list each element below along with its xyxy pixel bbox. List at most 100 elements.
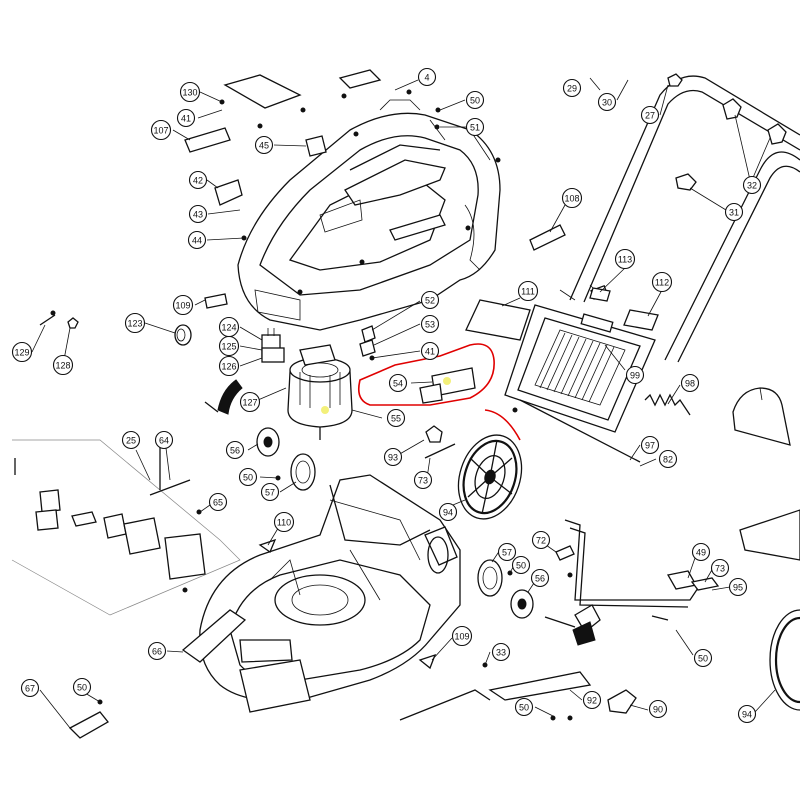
callout-circle (417, 67, 437, 87)
spring (644, 393, 691, 416)
callout-number: 98 (685, 379, 695, 389)
part-callout-51: 51 (465, 117, 485, 137)
callout-circle (179, 81, 201, 103)
part-callout-90: 90 (648, 699, 668, 719)
height-lever (544, 604, 601, 646)
callout-number: 41 (425, 347, 435, 357)
handle-knobs (667, 73, 787, 191)
callout-number: 57 (502, 548, 512, 558)
callout-circle (150, 119, 172, 141)
callout-circle (176, 108, 196, 128)
callout-number: 67 (25, 684, 35, 694)
callout-circle (658, 449, 678, 469)
part-callout-128: 128 (52, 354, 74, 376)
callout-circle (260, 482, 280, 502)
callout-circle (254, 135, 274, 155)
front-hub-right (477, 559, 534, 619)
callout-number: 31 (729, 208, 739, 218)
callout-number: 110 (277, 518, 291, 528)
callout-circle (187, 230, 207, 250)
callout-circle (124, 312, 146, 334)
callout-number: 94 (742, 710, 752, 720)
callout-number: 4 (424, 73, 429, 83)
part-callout-41: 41 (420, 341, 440, 361)
part-callout-65: 65 (208, 492, 228, 512)
callout-number: 50 (698, 654, 708, 664)
handle-bar (559, 75, 800, 363)
callout-circle (511, 555, 531, 575)
front-hub-left (256, 427, 316, 491)
callout-circle (413, 470, 433, 490)
callout-circle (218, 335, 240, 357)
part-callout-82: 82 (658, 449, 678, 469)
part-callout-108: 108 (561, 187, 583, 209)
grass-catcher-frame (504, 304, 656, 433)
callout-number: 109 (454, 632, 469, 642)
callout-number: 107 (153, 126, 168, 136)
callout-number: 32 (747, 181, 757, 191)
callout-circle (208, 492, 228, 512)
bushing (174, 324, 192, 346)
part-callout-31: 31 (724, 202, 744, 222)
height-adjust-axle (555, 519, 720, 621)
callout-circle (614, 248, 636, 270)
motor-mount (299, 344, 336, 366)
part-callout-109: 109 (451, 625, 473, 647)
part-callout-99: 99 (625, 365, 645, 385)
part-callout-55: 55 (386, 408, 406, 428)
callout-circle (497, 542, 517, 562)
part-callout-57: 57 (260, 482, 280, 502)
callout-number: 33 (496, 648, 506, 658)
motor (287, 357, 353, 440)
callout-circle (383, 447, 403, 467)
rear-axle-rod (519, 399, 641, 463)
top-cover-hood (237, 99, 501, 331)
callout-circle (52, 354, 74, 376)
part-callout-95: 95 (728, 577, 748, 597)
front-carry-handle (181, 609, 293, 663)
part-callout-125: 125 (218, 335, 240, 357)
part-callout-50: 50 (238, 467, 258, 487)
callout-circle (465, 90, 485, 110)
part-callout-43: 43 (188, 204, 208, 224)
part-callout-64: 64 (154, 430, 174, 450)
rear-flap-partial (732, 387, 791, 446)
callout-number: 93 (388, 453, 398, 463)
callout-number: 56 (230, 446, 240, 456)
rear-flap (239, 659, 311, 713)
part-callout-93: 93 (383, 447, 403, 467)
callout-number: 128 (55, 361, 70, 371)
callout-circle (625, 365, 645, 385)
callout-circle (737, 704, 757, 724)
part-callout-92: 92 (582, 690, 602, 710)
callout-number: 56 (535, 574, 545, 584)
callout-circle (188, 170, 208, 190)
callout-number: 129 (14, 348, 29, 358)
callout-number: 73 (418, 476, 428, 486)
hood-small-parts (50, 69, 501, 316)
part-callout-112: 112 (651, 271, 673, 293)
part-callout-53: 53 (420, 314, 440, 334)
callout-circle (531, 530, 551, 550)
clip-128 (67, 317, 79, 329)
part-callout-107: 107 (150, 119, 172, 141)
part-callout-97: 97 (640, 435, 660, 455)
callout-circle (491, 642, 511, 662)
part-callout-67: 67 (20, 678, 40, 698)
callout-circle (121, 430, 141, 450)
callout-number: 112 (655, 278, 669, 288)
callout-number: 30 (602, 98, 612, 108)
callout-number: 53 (425, 320, 435, 330)
callout-labels: 1304110745450512930273231424344108109113… (11, 67, 762, 724)
callout-circle (728, 577, 748, 597)
part-callout-27: 27 (640, 105, 660, 125)
part-callout-130: 130 (179, 81, 201, 103)
callout-number: 51 (470, 123, 480, 133)
callout-number: 127 (242, 398, 257, 408)
callout-number: 65 (213, 498, 223, 508)
part-callout-123: 123 (124, 312, 146, 334)
part-callout-50: 50 (465, 90, 485, 110)
side-panel-group (11, 439, 241, 616)
part-callout-45: 45 (254, 135, 274, 155)
